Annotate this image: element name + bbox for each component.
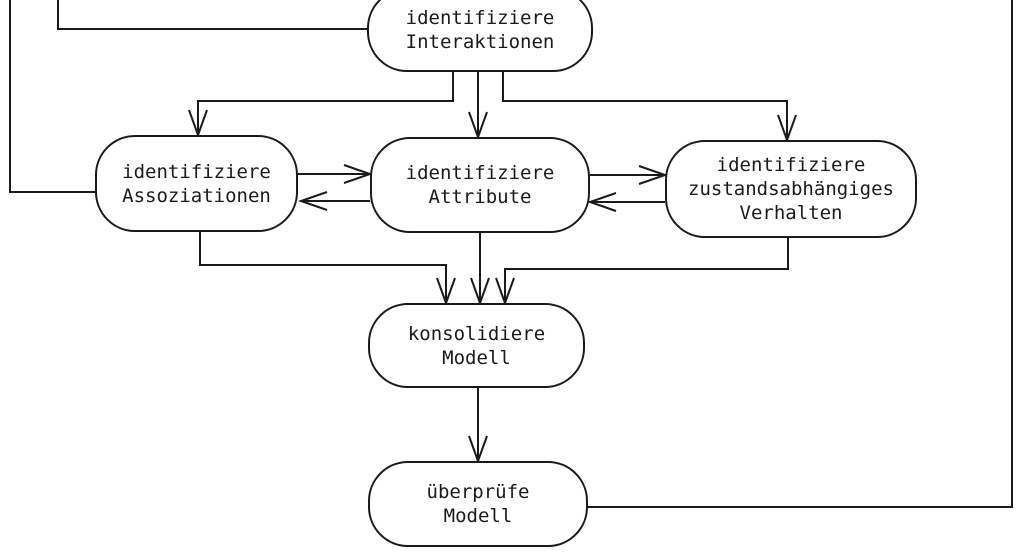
node-label-line: zustandsabhängiges [688, 178, 894, 200]
node-label-line: identifiziere [405, 162, 555, 184]
edge-interaktionen-to-attribute [468, 72, 488, 140]
node-label-line: identifiziere [122, 160, 271, 183]
node-label-line: überprüfe [426, 481, 530, 503]
edge-feedback-right-from-ueberpruefe [588, 0, 1013, 508]
node-label-line: konsolidiere [407, 322, 546, 345]
node-label-line: Modell [443, 505, 513, 527]
edge-verhalten-to-attribute [586, 192, 665, 212]
edge-interaktionen-to-verhalten [502, 72, 797, 143]
edge-attribute-to-verhalten [590, 165, 669, 185]
edge-attribute-to-konsolidiere [470, 233, 490, 306]
node-identifiziere-attribute: identifiziere Attribute [370, 137, 590, 233]
node-identifiziere-zustandsabhaengiges-verhalten: identifiziere zustandsabhängiges Verhalt… [665, 140, 917, 238]
node-ueberpruefe-modell: überprüfe Modell [368, 461, 588, 547]
node-label-line: identifiziere [716, 154, 866, 176]
edge-assoziationen-to-konsolidiere [199, 232, 456, 306]
edge-attribute-to-assoziationen [297, 191, 370, 211]
node-label-line: Attribute [428, 186, 532, 208]
node-label-line: Assoziationen [122, 184, 271, 207]
edge-feedback-left-to-interaktionen [57, 0, 369, 30]
edge-assoziationen-to-attribute [296, 164, 374, 184]
arrowhead-left-icon [297, 191, 328, 211]
node-identifiziere-assoziationen: identifiziere Assoziationen [95, 135, 298, 232]
arrowhead-left-icon [586, 192, 617, 212]
node-label-line: Verhalten [739, 202, 843, 224]
node-identifiziere-interaktionen: identifiziere Interaktionen [367, 0, 593, 72]
node-label-line: Interaktionen [405, 31, 555, 53]
edge-konsolidiere-to-ueberpruefe [468, 388, 488, 464]
edge-interaktionen-to-assoziationen [188, 72, 454, 138]
node-label-line: identifiziere [405, 7, 555, 29]
edge-verhalten-to-konsolidiere [495, 238, 789, 306]
node-konsolidiere-modell: konsolidiere Modell [368, 303, 585, 388]
edge-feedback-left-to-assoziationen [9, 0, 97, 193]
node-label-line: Modell [442, 346, 511, 369]
